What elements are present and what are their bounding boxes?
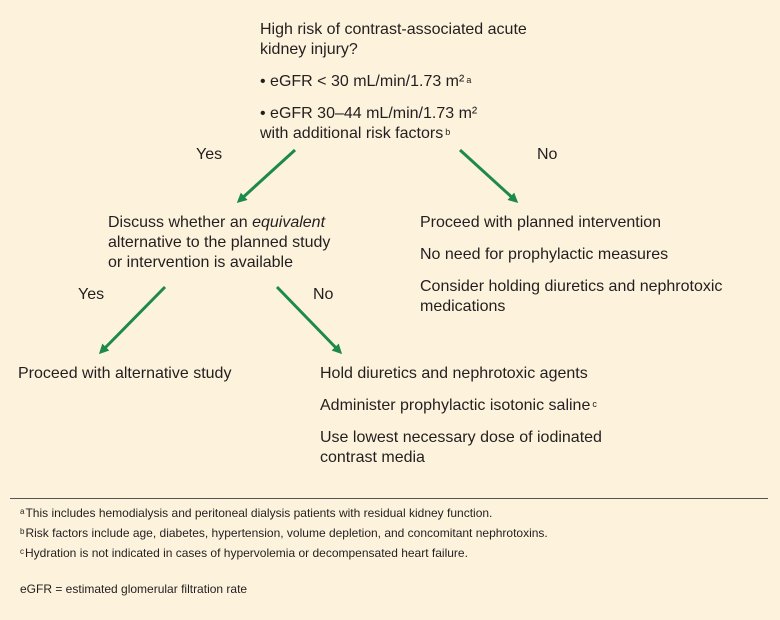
criterion-1-text: • eGFR < 30 mL/min/1.73 m² [260,73,465,90]
lowest-dose-line1: Use lowest necessary dose of iodinated [320,429,602,446]
label-yes-second: Yes [78,286,105,303]
footnote-a-mark: a [20,507,25,516]
footnote-marker-c: c [592,399,597,409]
footnote-b-text: Risk factors include age, diabetes, hype… [25,526,548,540]
footnote-b: bRisk factors include age, diabetes, hyp… [20,525,548,541]
discuss-alternative-box: Discuss whether an equivalent alternativ… [108,213,368,273]
lowest-dose-line2: contrast media [320,449,425,466]
discuss-emphasis: equivalent [252,214,326,231]
discuss-line1: Discuss whether an equivalent [108,213,368,233]
footnote-marker-b: b [445,127,451,137]
arrow-top-no [458,148,519,204]
question-title-line1: High risk of contrast-associated acute [260,21,527,38]
footnote-c-text: Hydration is not indicated in cases of h… [25,546,468,560]
criterion-egfr-30-44: • eGFR 30–44 mL/min/1.73 m² [260,105,478,122]
consider-holding-line1: Consider holding diuretics and nephrotox… [420,278,723,295]
risk-question-box: High risk of contrast-associated acute k… [260,20,590,144]
discuss-text: Discuss whether an [108,214,253,231]
criterion-2-text: with additional risk factors [260,125,444,142]
question-title-line2: kidney injury? [260,41,358,58]
consider-holding-line2: medications [420,298,506,315]
alternative-study-box: Proceed with alternative study [18,364,278,384]
no-risk-box: Proceed with planned intervention No nee… [420,213,770,317]
no-prophylaxis: No need for prophylactic measures [420,246,669,263]
footnote-marker-a: a [466,75,472,85]
proceed-alternative: Proceed with alternative study [18,365,232,382]
label-no-top: No [537,146,558,163]
discuss-line2: alternative to the planned study [108,234,331,251]
label-no-second: No [313,286,334,303]
footnote-c: cHydration is not indicated in cases of … [20,545,468,561]
proceed-planned: Proceed with planned intervention [420,214,662,231]
footnote-a-text: This includes hemodialysis and peritonea… [25,506,493,520]
footnote-b-mark: b [20,527,25,536]
label-yes-top: Yes [196,146,223,163]
footnote-divider [10,498,768,499]
arrow-discuss-yes [98,285,167,355]
footnote-c-mark: c [20,547,24,556]
saline-text: Administer prophylactic isotonic saline [320,397,591,414]
abbreviation-note: eGFR = estimated glomerular filtration r… [20,582,248,596]
footnote-a: aThis includes hemodialysis and peritone… [20,505,492,521]
arrow-discuss-no [275,285,343,355]
discuss-line3: or intervention is available [108,254,293,271]
prophylaxis-box: Hold diuretics and nephrotoxic agents Ad… [320,364,640,468]
hold-diuretics: Hold diuretics and nephrotoxic agents [320,365,588,382]
arrow-top-yes [236,148,297,204]
